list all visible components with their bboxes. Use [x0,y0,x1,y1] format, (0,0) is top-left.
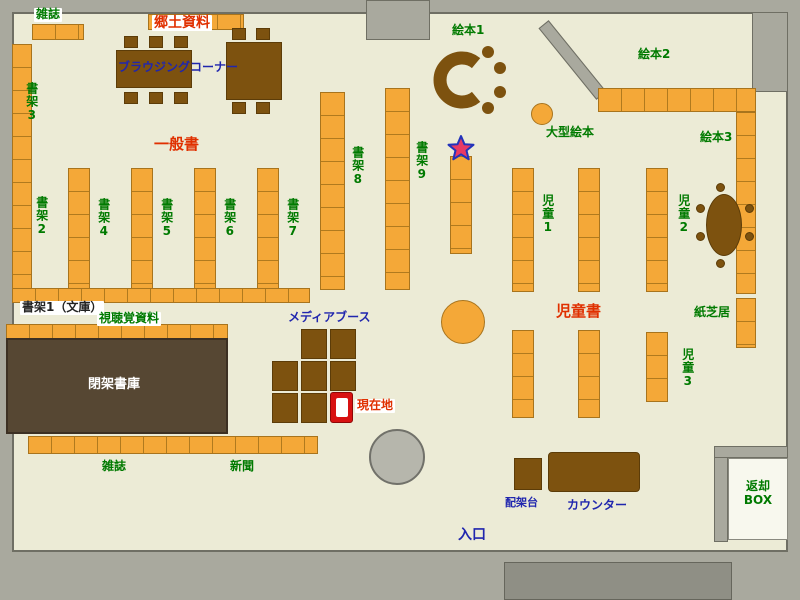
shelf-row-left-bottom [12,288,310,303]
label-audiovisual: 視聴覚資料 [97,311,162,326]
chair [745,232,754,241]
chair [232,28,246,40]
media-booth [301,361,327,391]
shelf-5 [131,168,153,292]
entrance-step [504,562,732,600]
sorting-table [514,458,542,490]
label-picture-books-2: 絵本2 [638,47,671,61]
label-picture-books-3: 絵本3 [700,130,733,144]
chair [149,36,163,48]
chair [256,28,270,40]
label-kamishibai: 紙芝居 [694,305,731,319]
shelf-children-1 [512,168,534,292]
shelf-6 [194,168,216,292]
chair [124,36,138,48]
shelf-kamishibai [736,298,756,348]
browsing-table-1 [116,50,192,88]
booth-seat [335,398,348,417]
chair [745,204,754,213]
chair [716,183,725,192]
closed-stacks-area [6,338,228,434]
shelf-magazines-top [32,24,84,40]
shelf-9 [385,88,410,290]
label-children-2: 児童2 [676,194,691,235]
label-shelf-2: 書架2 [34,196,49,237]
shelf-children-3 [646,332,668,402]
media-booth [330,329,356,359]
star-marker-icon [447,135,475,161]
label-browsing-corner: ブラウジングコーナー [118,60,239,74]
return-nook-wall-top [714,446,788,458]
label-shelf-4: 書架4 [96,198,111,239]
storytime-seating [433,46,506,114]
chair [149,92,163,104]
label-shelf-8: 書架8 [350,146,365,187]
shelf-center [450,156,472,254]
label-shelf-6: 書架6 [222,198,237,239]
chair [232,102,246,114]
wall-top-pillar [366,0,430,40]
counter-desk [548,452,640,492]
label-shelf-1-bunko: 書架1（文庫） [20,300,105,315]
shelf-7 [257,168,279,292]
media-booth [272,393,298,423]
media-booth-current-location [330,392,353,423]
label-children-3: 児童3 [680,348,695,389]
wall-top-right-corner [752,12,788,92]
label-picture-books-1: 絵本1 [452,23,485,37]
label-counter: カウンター [567,498,628,512]
label-children-books: 児童書 [556,302,602,320]
label-children-1: 児童1 [540,194,555,235]
label-shelf-9: 書架9 [414,141,429,182]
label-shelf-5: 書架5 [159,198,174,239]
chair [696,204,705,213]
chair [256,102,270,114]
label-magazines-top: 雑誌 [34,7,63,22]
label-media-booth: メディアブース [288,310,371,324]
shelf-wall-left-2-3 [12,44,32,290]
label-return-box: 返却BOX [743,479,773,507]
media-booth [301,329,327,359]
browsing-table-2 [226,42,282,100]
label-general-books: 一般書 [154,135,200,153]
shelf-children-mid-upper [578,168,600,292]
chair [696,232,705,241]
shelf-magazines-newspapers [28,436,318,454]
label-current-location: 現在地 [355,398,396,413]
label-local-materials: 郷土資料 [152,15,212,32]
return-box-nook [728,458,788,540]
shelf-4 [68,168,90,292]
label-newspapers: 新聞 [230,459,255,473]
large-picture-books-stand [531,103,553,125]
shelf-children-2 [646,168,668,292]
reading-table-oval [706,194,742,256]
shelf-picture-books-3 [736,112,756,294]
label-closed-stacks: 閉架書庫 [88,377,141,392]
shelf-picture-books-2 [598,88,756,112]
label-shelf-7: 書架7 [285,198,300,239]
media-booth [301,393,327,423]
label-shelf-3: 書架3 [24,82,39,123]
media-booth [330,361,356,391]
label-sorting-table: 配架台 [505,496,538,509]
label-large-picture-books: 大型絵本 [546,125,595,139]
media-booth [272,361,298,391]
chair [174,36,188,48]
label-entrance: 入口 [458,527,486,543]
label-magazines-bottom: 雑誌 [102,459,127,473]
shelf-children-lower-a [512,330,534,418]
chair [716,259,725,268]
chair [124,92,138,104]
shelf-children-lower-b [578,330,600,418]
return-nook-wall-left [714,446,728,542]
round-table [441,300,485,344]
chair [174,92,188,104]
shelf-8 [320,92,345,290]
pillar [369,429,425,485]
